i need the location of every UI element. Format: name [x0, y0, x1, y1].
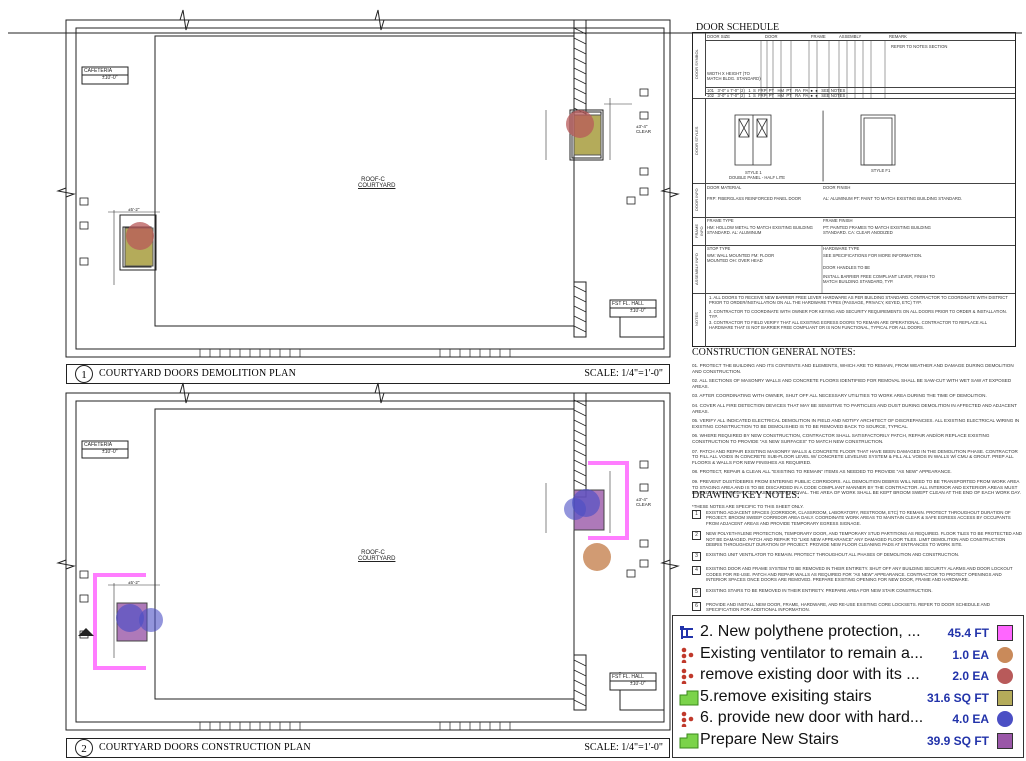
legend-color-swatch — [997, 689, 1013, 706]
door-style-elevation — [734, 110, 896, 182]
legend-item-label: Existing ventilator to remain a... — [700, 644, 922, 662]
width-dimension-2: ±5'-2" — [128, 580, 140, 585]
new-door-marker-left-2 — [139, 608, 163, 632]
key-note-text: EXISTING UNIT VENTILATOR TO REMAIN. PROT… — [706, 552, 960, 558]
plan-number: 2 — [75, 739, 93, 757]
area-measure-icon — [679, 690, 699, 706]
door-schedule-table: DOOR SYMBOL DOOR SIZE DOOR FRAME ASSEMBL… — [692, 32, 1016, 347]
key-notes-subtitle: *THESE NOTES ARE SPECIFIC TO THIS SHEET … — [692, 504, 804, 509]
general-note-item: 08. PROTECT, REPAIR & CLEAN ALL "EXISTIN… — [692, 469, 952, 475]
plan-scale: SCALE: 1/4"=1'-0" — [584, 742, 663, 753]
clear-dimension: ±3'-4" CLEAR — [636, 124, 652, 134]
legend-item-quantity: 31.6 SQ FT — [926, 690, 989, 705]
construction-plan-title-bar: 2 COURTYARD DOORS CONSTRUCTION PLAN SCAL… — [66, 738, 670, 758]
cafeteria-tag-2: CAFETERIA ±10'-0" — [84, 442, 118, 455]
plan-title: COURTYARD DOORS CONSTRUCTION PLAN — [99, 742, 311, 753]
legend-item[interactable]: 2. New polythene protection, ... 45.4 FT — [679, 622, 1019, 644]
plan-number: 1 — [75, 365, 93, 383]
general-note-item: 09. PREVENT DUST/DEBRIS FROM ENTERING PU… — [692, 478, 1021, 496]
general-notes-title: CONSTRUCTION GENERAL NOTES: — [692, 347, 856, 358]
legend-item-quantity: 39.9 SQ FT — [926, 733, 989, 748]
key-notes-list: 1 EXISTING ADJACENT SPACES (CORRIDOR, CLA… — [692, 510, 1022, 631]
legend-item[interactable]: 5.remove exisiting stairs 31.6 SQ FT — [679, 687, 1019, 709]
key-note-text: EXISTING STAIRS TO BE REMOVED IN THEIR E… — [706, 587, 933, 593]
key-note-number: 2 — [692, 531, 701, 541]
key-note-item: 4 EXISTING DOOR AND FRAME SYSTEM TO BE RE… — [692, 566, 1022, 582]
legend-item[interactable]: remove existing door with its ... 2.0 EA — [679, 665, 1019, 687]
legend-color-swatch — [997, 711, 1013, 727]
legend-item-label: 2. New polythene protection, ... — [700, 623, 921, 640]
door-schedule-title: DOOR SCHEDULE — [696, 22, 780, 33]
legend-item[interactable]: 6. provide new door with hard... 4.0 EA — [679, 708, 1019, 730]
count-dots-icon — [679, 668, 699, 686]
markup-legend-panel[interactable]: 2. New polythene protection, ... 45.4 FT E… — [672, 615, 1024, 758]
general-note-item: 05. VERIFY ALL INDICATED ELECTRICAL DEMO… — [692, 418, 1020, 429]
polythene-protection-right — [588, 461, 629, 540]
hall-tag: FST FL. HALL ±10'-0" — [612, 301, 646, 314]
key-note-number: 1 — [692, 510, 701, 519]
legend-item-quantity: 2.0 EA — [952, 669, 989, 683]
count-dots-icon — [679, 711, 699, 729]
legend-color-swatch — [997, 732, 1013, 749]
plan-title: COURTYARD DOORS DEMOLITION PLAN — [99, 368, 296, 379]
key-note-item: 3 EXISTING UNIT VENTILATOR TO REMAIN. PRO… — [692, 552, 1022, 562]
width-dimension: ±5'-2" — [128, 207, 140, 212]
hall-tag-2: FST FL. HALL ±10'-0" — [612, 674, 646, 687]
new-door-marker-right-2 — [564, 498, 586, 520]
ventilator-marker — [583, 543, 611, 571]
general-note-item: 04. COVER ALL FIRE DETECTION DEVICES THA… — [692, 402, 1017, 414]
legend-item-label: remove existing door with its ... — [700, 666, 920, 683]
side-door-symbol: DOOR SYMBOL — [694, 49, 699, 80]
plan-scale: SCALE: 1/4"=1'-0" — [584, 368, 663, 379]
remove-door-marker-right — [566, 110, 594, 138]
room-label-courtyard-2: ROOF-C COURTYARD — [358, 550, 396, 562]
key-note-item: 6 PROVIDE AND INSTALL NEW DOOR, FRAME, HA… — [692, 601, 1022, 613]
legend-color-swatch — [997, 668, 1013, 684]
count-dots-icon — [679, 647, 699, 664]
cafeteria-tag: CAFETERIA ±10'-0" — [84, 68, 118, 81]
legend-color-swatch — [997, 625, 1013, 641]
room-label-courtyard: ROOF-C COURTYARD — [358, 177, 396, 189]
key-note-text: EXISTING ADJACENT SPACES (CORRIDOR, CLAS… — [706, 510, 1011, 526]
polyline-measure-icon — [679, 625, 699, 641]
key-note-number: 6 — [692, 601, 701, 611]
general-note-item: 07. PATCH AND REPAIR EXISTING MASONRY WA… — [692, 448, 1018, 465]
key-note-text: EXISTING DOOR AND FRAME SYSTEM TO BE REM… — [706, 566, 1013, 583]
key-note-item: 2 NEW POLYETHYLENE PROTECTION, TEMPORARY … — [692, 531, 1022, 547]
key-note-text: PROVIDE AND INSTALL NEW DOOR, FRAME, HAR… — [706, 601, 990, 613]
remove-door-marker-left — [126, 222, 154, 250]
general-note-item: 06. WHERE REQUIRED BY NEW CONSTRUCTION, … — [692, 433, 990, 444]
general-note-item: 02. ALL SECTIONS OF MASONRY WALLS AND CO… — [692, 378, 1012, 389]
clear-dimension-2: ±3'-4" CLEAR — [636, 497, 652, 507]
area-measure-icon — [679, 733, 699, 749]
key-note-number: 3 — [692, 552, 701, 562]
general-note-item: 03. AFTER COORDINATING WITH OWNER, SHUT … — [692, 393, 987, 399]
legend-item-quantity: 4.0 EA — [952, 712, 989, 726]
key-note-number: 5 — [692, 587, 701, 597]
legend-item[interactable]: Prepare New Stairs 39.9 SQ FT — [679, 730, 1019, 752]
key-note-item: 5 EXISTING STAIRS TO BE REMOVED IN THEIR … — [692, 587, 1022, 597]
legend-item-label: 6. provide new door with hard... — [700, 709, 922, 726]
general-notes-list: 01. PROTECT THE BUILDING AND ITS CONTENT… — [692, 363, 1022, 500]
demolition-plan-title-bar: 1 COURTYARD DOORS DEMOLITION PLAN SCALE:… — [66, 364, 670, 384]
legend-item-label: Prepare New Stairs — [700, 730, 839, 748]
new-door-marker-left — [116, 604, 144, 632]
legend-item-label: 5.remove exisiting stairs — [700, 687, 872, 705]
key-note-number: 4 — [692, 566, 701, 576]
legend-item-quantity: 1.0 EA — [952, 647, 989, 662]
legend-item-quantity: 45.4 FT — [947, 626, 989, 640]
key-note-item: 1 EXISTING ADJACENT SPACES (CORRIDOR, CLA… — [692, 510, 1022, 526]
key-notes-title: DRAWING KEY NOTES: — [692, 490, 800, 501]
general-note-item: 01. PROTECT THE BUILDING AND ITS CONTENT… — [692, 363, 1014, 374]
legend-color-swatch — [997, 646, 1013, 663]
key-note-text: NEW POLYETHYLENE PROTECTION, TEMPORARY D… — [706, 531, 1022, 548]
polythene-protection-left — [93, 573, 146, 670]
legend-item[interactable]: Existing ventilator to remain a... 1.0 EA — [679, 644, 1019, 666]
